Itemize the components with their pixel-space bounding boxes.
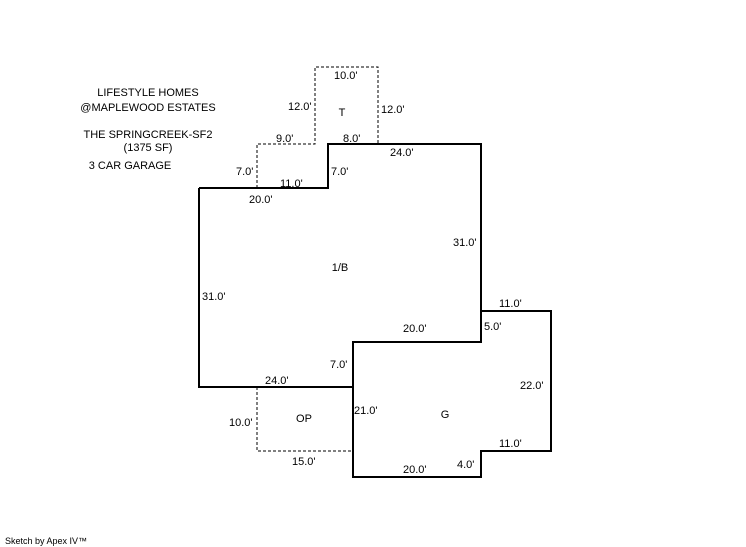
dim-label: 24.0' — [390, 147, 414, 159]
area-label-op: OP — [296, 413, 312, 425]
dim-label: 20.0' — [403, 464, 427, 476]
dim-label: 22.0' — [520, 380, 544, 392]
garage-note: 3 CAR GARAGE — [88, 160, 172, 172]
dim-label: 10.0' — [334, 70, 358, 82]
square-footage: (1375 SF) — [123, 142, 173, 154]
dim-label: 31.0' — [202, 291, 226, 303]
dim-label: 9.0' — [276, 133, 294, 145]
dim-label: 31.0' — [453, 237, 477, 249]
area-label-main: 1/B — [331, 262, 349, 274]
dim-label: 7.0' — [331, 166, 349, 178]
dim-label: 8.0' — [343, 133, 361, 145]
dim-label: 5.0' — [484, 321, 502, 333]
area-label-t: T — [338, 107, 346, 119]
dim-label: 24.0' — [265, 375, 289, 387]
dim-label: 20.0' — [403, 323, 427, 335]
dim-label: 12.0' — [381, 104, 405, 116]
dim-label: 20.0' — [249, 194, 273, 206]
dim-label: 4.0' — [457, 459, 475, 471]
main-outline-lower — [198, 188, 353, 388]
dim-label: 10.0' — [229, 417, 253, 429]
t-outline — [256, 66, 379, 188]
footer-credit: Sketch by Apex IV™ — [5, 536, 88, 546]
dim-label: 21.0' — [354, 405, 378, 417]
main-outline — [199, 143, 482, 342]
dim-label: 7.0' — [236, 166, 254, 178]
dim-label: 11.0' — [280, 178, 303, 190]
garage-outline — [352, 310, 552, 478]
dim-label: 15.0' — [292, 456, 316, 468]
dim-label: 7.0' — [330, 359, 348, 371]
op-outline — [256, 387, 353, 452]
community-name: @MAPLEWOOD ESTATES — [80, 102, 216, 114]
area-label-garage: G — [440, 409, 450, 421]
dim-label: 11.0' — [499, 438, 522, 450]
dim-label: 12.0' — [288, 101, 312, 113]
model-name: THE SPRINGCREEK-SF2 — [83, 129, 213, 141]
builder-name: LIFESTYLE HOMES — [97, 87, 199, 99]
dim-label: 11.0' — [499, 298, 522, 310]
